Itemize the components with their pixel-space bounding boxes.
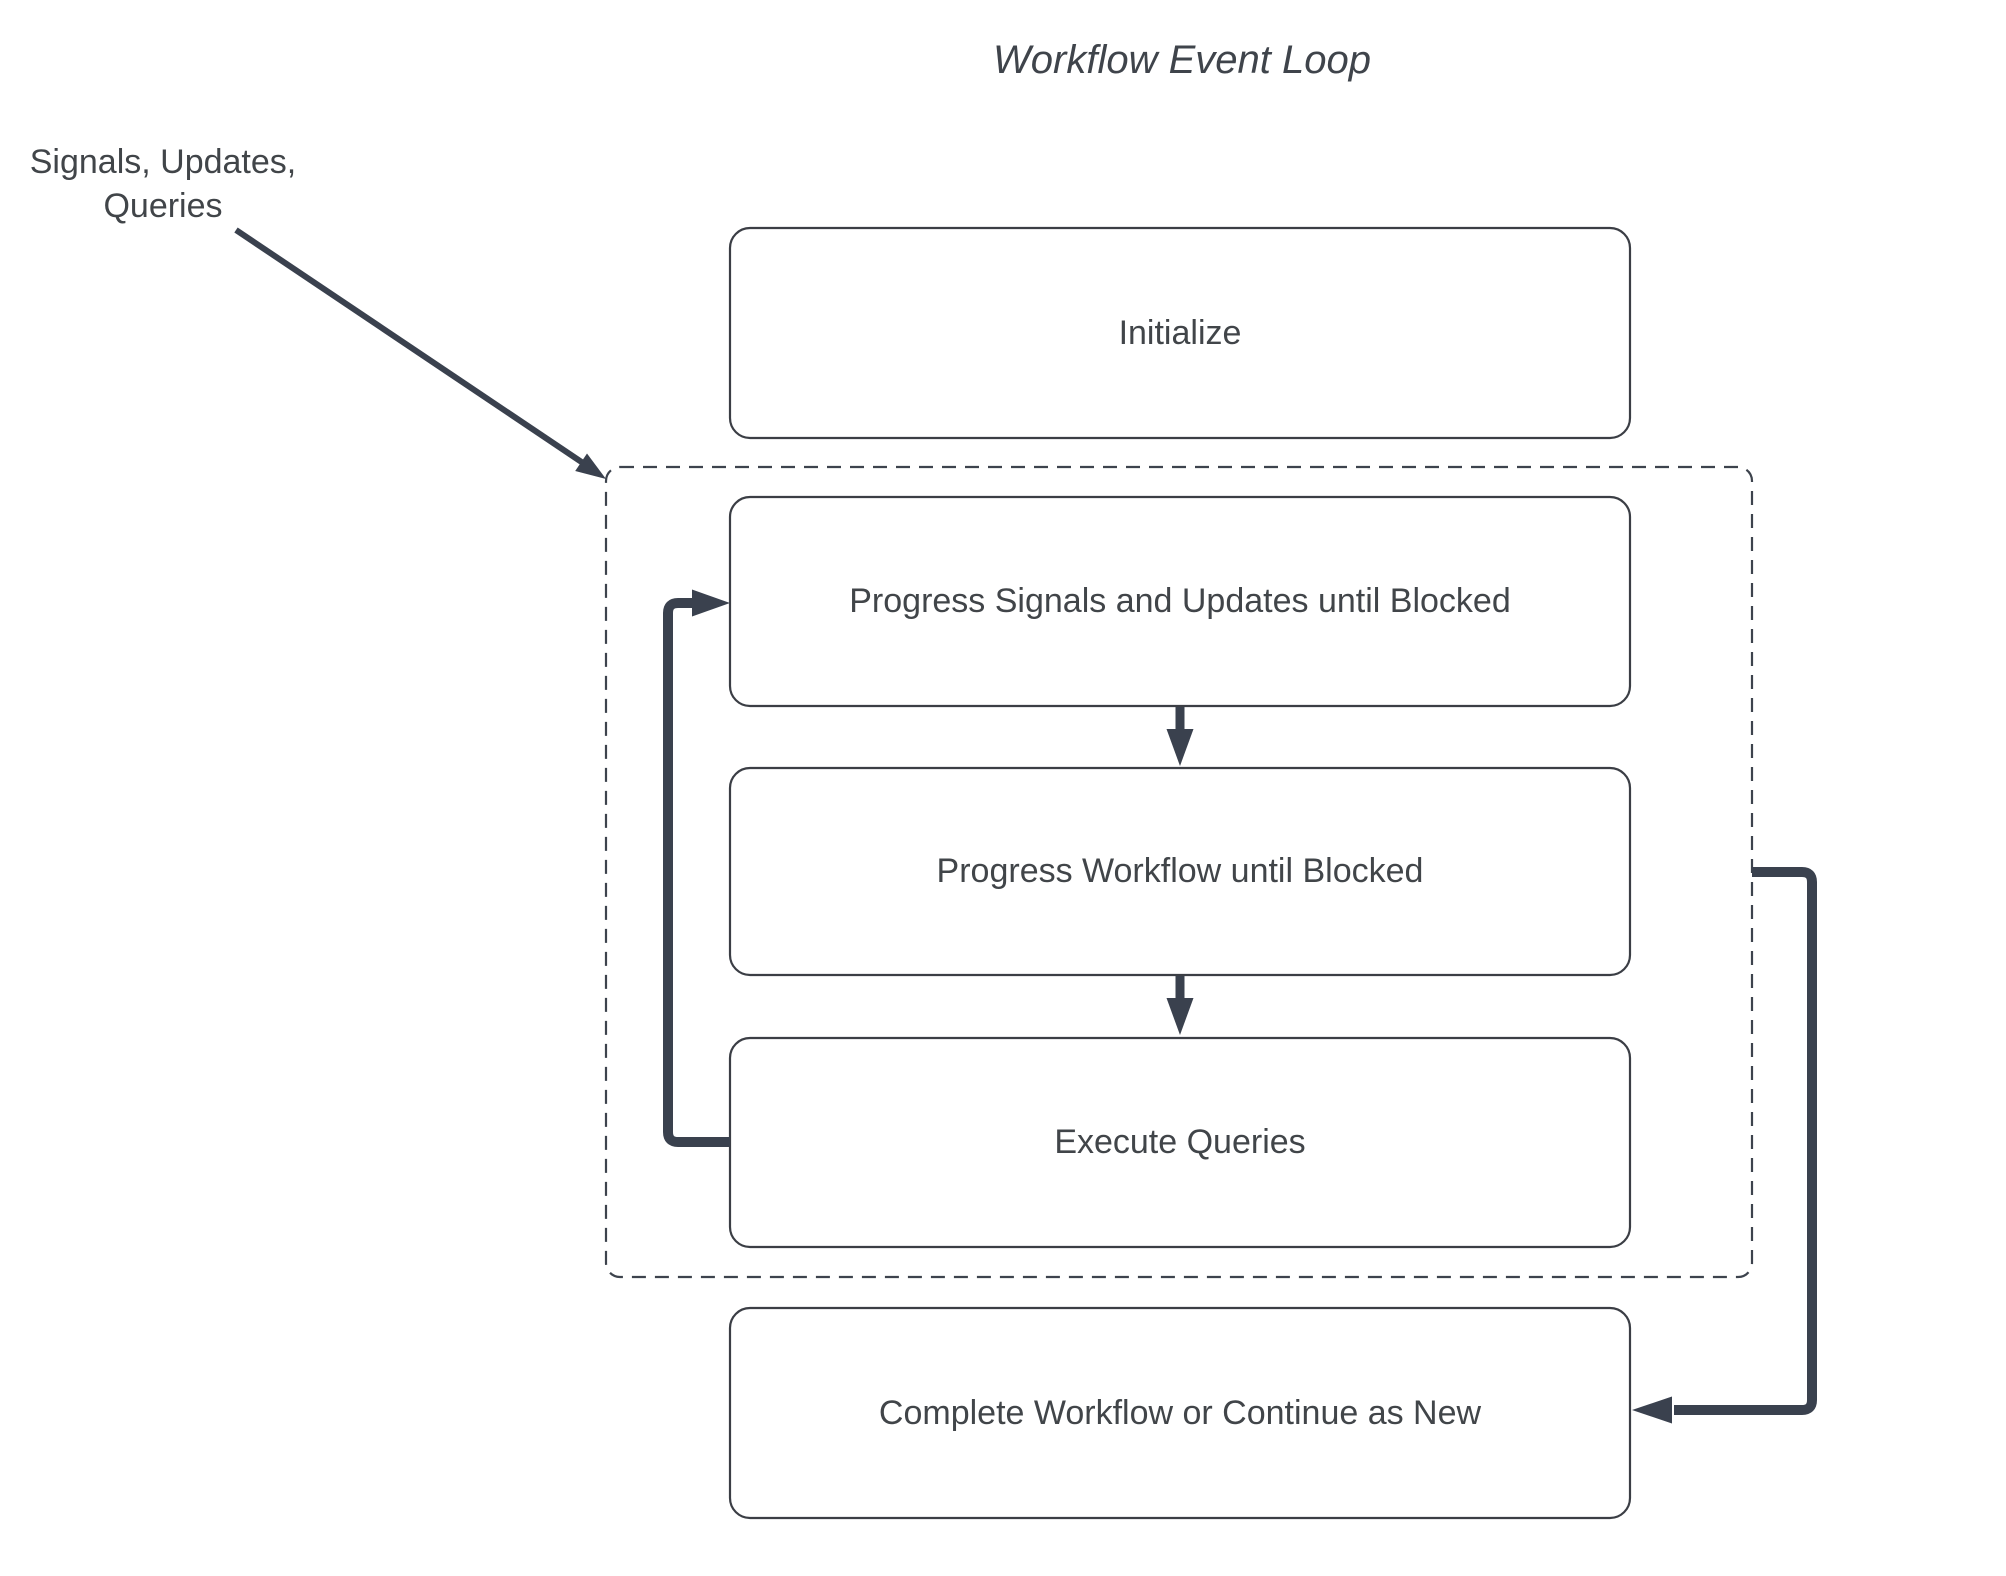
node-initialize-box — [728, 226, 1632, 440]
node-complete: Complete Workflow or Continue as New — [728, 1306, 1632, 1520]
loop-back-arrowhead-icon — [692, 589, 730, 617]
arrow-down-2-head — [1166, 998, 1194, 1035]
signals-arrowhead-icon — [575, 453, 606, 479]
node-progress-workflow: Progress Workflow until Blocked — [728, 766, 1632, 977]
node-execute-queries: Execute Queries — [728, 1036, 1632, 1249]
node-progress-workflow-label: Progress Workflow until Blocked — [937, 852, 1424, 890]
node-complete-label: Complete Workflow or Continue as New — [879, 1394, 1482, 1432]
node-execute-queries-label: Execute Queries — [1054, 1123, 1305, 1161]
node-progress-signals-box — [728, 495, 1632, 708]
loop-back-arrow-path — [663, 598, 730, 1147]
continue-arrow-path — [1674, 867, 1817, 1415]
node-complete-box — [728, 1306, 1632, 1520]
annotation-line-2: Queries — [103, 187, 222, 225]
annotation-line-1: Signals, Updates, — [30, 143, 297, 181]
signals-arrow-line — [234, 227, 585, 466]
loop-back-arrow-icon — [663, 589, 730, 1147]
node-progress-signals-label: Progress Signals and Updates until Block… — [849, 582, 1511, 620]
continue-arrowhead-icon — [1632, 1396, 1672, 1424]
arrow-down-1-head — [1166, 729, 1194, 766]
signals-annotation: Signals, Updates, Queries — [30, 143, 297, 225]
arrow-down-2-icon — [1166, 976, 1194, 1035]
signals-arrow-icon — [234, 227, 606, 479]
node-progress-workflow-box — [728, 766, 1632, 977]
node-initialize: Initialize — [728, 226, 1632, 440]
node-progress-signals: Progress Signals and Updates until Block… — [728, 495, 1632, 708]
arrow-down-1-icon — [1166, 707, 1194, 766]
continue-arrow-icon — [1632, 867, 1817, 1424]
node-initialize-label: Initialize — [1119, 314, 1242, 352]
diagram-title: Workflow Event Loop — [993, 38, 1371, 82]
